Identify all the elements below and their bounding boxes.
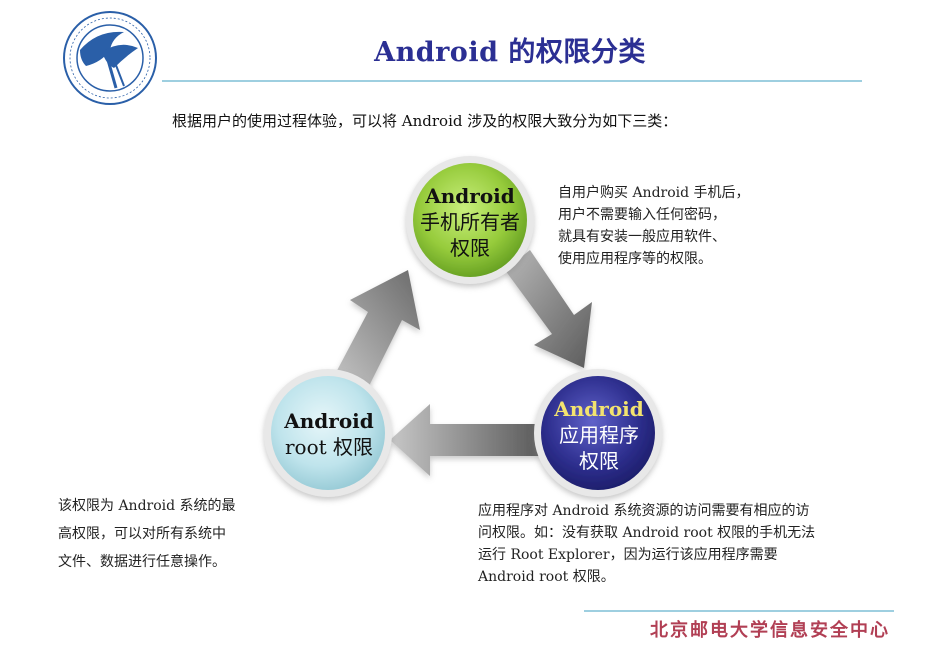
owner-desc-line: 自用户购买 Android 手机后， (558, 185, 750, 201)
owner-desc-line: 就具有安装一般应用软件、 (558, 229, 726, 246)
node-app-label: Android 应用程序 权限 (526, 396, 672, 474)
root-desc-line: 该权限为 Android 系统的最 (58, 498, 236, 514)
node-root-line1: Android (284, 409, 374, 433)
node-root-line2: root 权限 (284, 435, 374, 459)
owner-desc-line: 用户不需要输入任何密码， (558, 207, 726, 224)
university-logo-icon (63, 11, 157, 105)
node-app-line1: Android (554, 397, 644, 421)
arrow-right-to-left (390, 404, 540, 476)
header-divider (162, 80, 862, 82)
node-root-label: Android root 权限 (256, 408, 402, 460)
root-permission-description: 该权限为 Android 系统的最 高权限，可以对所有系统中 文件、数据进行任意… (58, 492, 268, 576)
app-permission-description: 应用程序对 Android 系统资源的访问需要有相应的访 问权限。如：没有获取 … (478, 500, 898, 588)
node-owner-line2: 手机所有者 (420, 210, 520, 234)
root-desc-line: 高权限，可以对所有系统中 (58, 526, 226, 542)
node-app-line2: 应用程序 (559, 423, 639, 447)
app-desc-line: 应用程序对 Android 系统资源的访问需要有相应的访 (478, 503, 810, 519)
owner-permission-description: 自用户购买 Android 手机后， 用户不需要输入任何密码， 就具有安装一般应… (558, 182, 808, 270)
arrow-left-to-top (332, 270, 420, 388)
node-owner-permission (406, 156, 534, 284)
root-desc-line: 文件、数据进行任意操作。 (58, 554, 226, 570)
owner-desc-line: 使用应用程序等的权限。 (558, 251, 712, 268)
page-title: Android 的权限分类 (374, 37, 646, 68)
node-root-permission (264, 369, 392, 497)
app-desc-line: 问权限。如：没有获取 Android root 权限的手机无法 (478, 525, 816, 542)
intro-text: 根据用户的使用过程体验，可以将 Android 涉及的权限大致分为如下三类： (172, 112, 678, 130)
node-owner-label: Android 手机所有者 权限 (399, 183, 541, 261)
node-app-line3: 权限 (579, 449, 619, 473)
footer-organization: 北京邮电大学信息安全中心 (650, 620, 890, 641)
app-desc-line: Android root 权限。 (478, 569, 615, 586)
app-desc-line: 运行 Root Explorer，因为运行该应用程序需要 (478, 547, 778, 564)
node-owner-line1: Android (425, 184, 515, 208)
node-owner-line3: 权限 (450, 236, 490, 260)
node-app-permission (534, 369, 662, 497)
arrow-top-to-right (505, 250, 592, 368)
footer-divider (584, 610, 894, 612)
